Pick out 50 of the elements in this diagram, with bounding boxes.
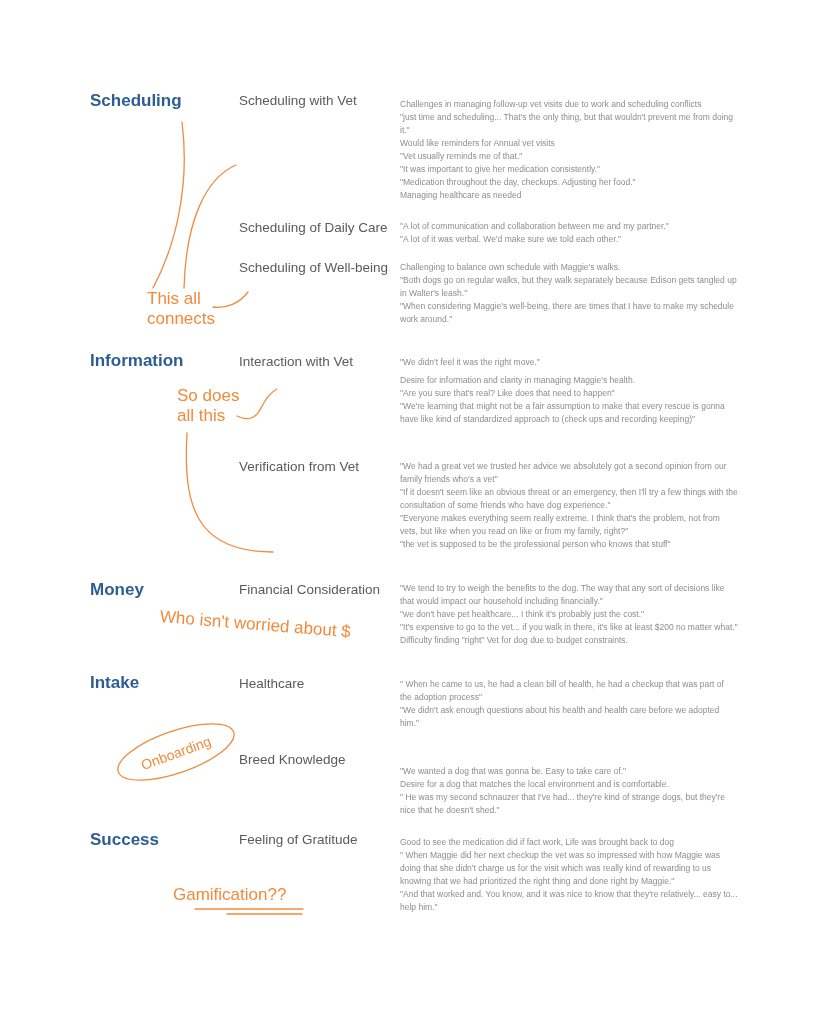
finding-text: Good to see the medication did if fact work, Life was brought back to dog <box>400 836 676 849</box>
finding-text: "We tend to try to weigh the benefits to the dog. The way that any sort of decisions like that would impact our household including financially." <box>400 582 726 608</box>
finding-text: "Everyone makes everything seem really extreme. I think that's the problem, not from vets, but like when you read on like or from my family, right?" <box>400 512 721 538</box>
subcategory-label: Interaction with Vet <box>239 354 354 370</box>
finding-text: "We wanted a dog that was gonna be. Easy to take care of." <box>400 765 628 778</box>
handwritten-note: So does all this <box>177 386 241 426</box>
finding-text: " He was my second schnauzer that I've had... they're kind of strange dogs, but they're nice that he doesn't shed." <box>400 791 726 817</box>
finding-text: "Vet usually reminds me of that." <box>400 150 524 163</box>
finding-text: Desire for a dog that matches the local environment and is comfortable. <box>400 778 670 791</box>
finding-text: Managing healthcare as needed <box>400 189 523 202</box>
category-heading: Money <box>90 580 144 600</box>
finding-text: " When Maggie did her next checkup the vet was so impressed with how Maggie was doing that she didn't charge us for the visit which was really kind of rewarding to us knowing that we had prioritized the right thing and done right by Maggie." <box>400 849 722 888</box>
category-heading: Scheduling <box>90 91 182 111</box>
finding-text: "We didn't feel it was the right move." <box>400 356 541 369</box>
subcategory-label: Healthcare <box>239 676 305 692</box>
finding-text: "the vet is supposed to be the professional person who knows that stuff" <box>400 538 672 551</box>
finding-text: "When considering Maggie's well-being, there are times that I have to make my schedule work around." <box>400 300 735 326</box>
category-heading: Information <box>90 351 184 371</box>
subcategory-label: Verification from Vet <box>239 459 360 475</box>
subcategory-label: Scheduling of Daily Care <box>239 220 388 236</box>
handwritten-note: Gamification?? <box>173 885 287 905</box>
finding-text: "It was important to give her medication consistently." <box>400 163 602 176</box>
finding-text: "We're learning that might not be a fair assumption to make that every rescue is gonna have like kind of standardized approach to (check ups and recording keeping)" <box>400 400 726 426</box>
subcategory-label: Scheduling of Well-being <box>239 260 389 276</box>
finding-text: " When he came to us, he had a clean bill of health, he had a checkup that was part of the adoption process" <box>400 678 725 704</box>
finding-text: "We had a great vet we trusted her advice we absolutely got a second opinion from our family friends who's a vet" <box>400 460 728 486</box>
finding-text: "Are you sure that's real? Like does that need to happen" <box>400 387 616 400</box>
subcategory-label: Feeling of Gratitude <box>239 832 358 848</box>
finding-text: "And that worked and. You know, and it was nice to know that they're relatively... easy to... help him." <box>400 888 738 914</box>
finding-text: "we don't have pet healthcare... I think it's probably just the cost." <box>400 608 646 621</box>
finding-text: Would like reminders for Annual vet visits <box>400 137 556 150</box>
subcategory-label: Financial Consideration <box>239 582 381 598</box>
finding-text: "If it doesn't seem like an obvious threat or an emergency, then I'll try a few things with the consultation of some friends who have dog experience." <box>400 486 738 512</box>
finding-text: Difficulty finding "right" Vet for dog due to budget constraints. <box>400 634 629 647</box>
finding-text: Challenges in managing follow-up vet visits due to work and scheduling conflicts <box>400 98 703 111</box>
finding-text: "Medication throughout the day, checkups. Adjusting her food." <box>400 176 637 189</box>
finding-text: "We didn't ask enough questions about his health and health care before we adopted him." <box>400 704 721 730</box>
handwritten-note: This all connects <box>147 289 217 329</box>
handwritten-note: Who isn't worried about $ <box>159 607 352 643</box>
subcategory-label: Scheduling with Vet <box>239 93 357 109</box>
finding-text: "Both dogs go on regular walks, but they walk separately because Edison gets tangled up in Walter's leash." <box>400 274 738 300</box>
finding-text: Desire for information and clarity in managing Maggie's health. <box>400 374 637 387</box>
finding-text: "It's expensive to go to the vet... if you walk in there, it's like at least $200 no matter what." <box>400 621 738 634</box>
category-heading: Success <box>90 830 159 850</box>
finding-text: "A lot of communication and collaboration between me and my partner." <box>400 220 670 233</box>
finding-text: "just time and scheduling... That's the only thing, but that wouldn't prevent me from doing it." <box>400 111 735 137</box>
category-heading: Intake <box>90 673 140 693</box>
finding-text: "A lot of it was verbal. We'd make sure we told each other." <box>400 233 623 246</box>
subcategory-label: Breed Knowledge <box>239 752 346 768</box>
finding-text: Challenging to balance own schedule with Maggie's walks. <box>400 261 622 274</box>
